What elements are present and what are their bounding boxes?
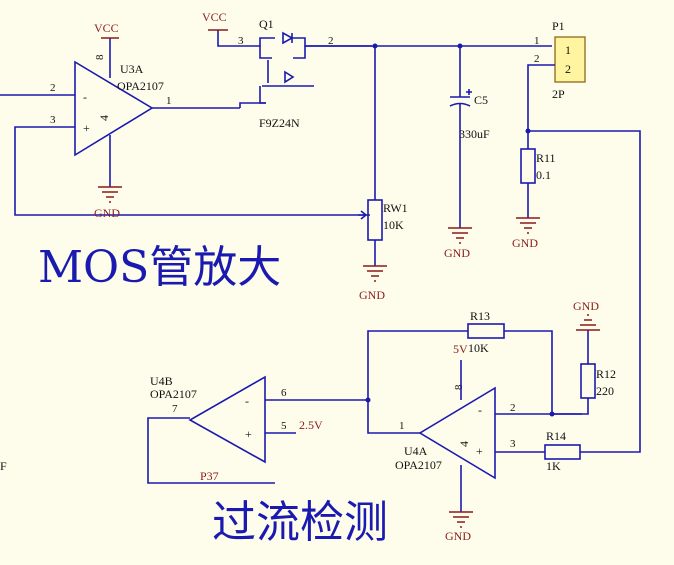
vcc-label-q1: VCC <box>202 10 227 24</box>
gnd-label-r11: GND <box>512 236 538 250</box>
u4b-pin7: 7 <box>172 403 178 415</box>
p1-part: 2P <box>552 87 565 101</box>
r13-value: 10K <box>468 341 489 355</box>
rw1-ref: RW1 <box>383 201 408 215</box>
rw1-body[interactable] <box>367 199 383 241</box>
u4a-pin1: 1 <box>399 420 405 432</box>
gnd-label-rw1: GND <box>359 288 385 302</box>
q1-pin2: 2 <box>328 35 334 47</box>
c5-ref: C5 <box>474 93 488 107</box>
u3a-plus: + <box>83 121 90 135</box>
u4b-minus: - <box>245 394 249 408</box>
gnd-symbol-u4a: GND <box>445 511 473 543</box>
gnd-symbol-u3a: GND <box>94 186 122 220</box>
net-p37: P37 <box>200 469 219 483</box>
r12-value: 220 <box>596 384 614 398</box>
gnd-symbol-c5: GND <box>444 227 472 260</box>
gnd-symbol-rw1: GND <box>359 265 387 302</box>
heading-mos-amp: MOS管放大 <box>38 242 281 293</box>
vcc-label-u3a: VCC <box>94 21 119 35</box>
gnd-label-u4a: GND <box>445 529 471 543</box>
r13-body[interactable] <box>467 323 505 339</box>
r14-ref: R14 <box>546 429 566 443</box>
wire-u4a-out-fb <box>367 330 468 434</box>
u3a-part: OPA2107 <box>117 79 164 93</box>
wire-q1-gate <box>239 102 266 108</box>
u4b-opamp[interactable]: - + <box>188 375 266 464</box>
u4a-opamp[interactable]: - + 4 <box>418 386 496 480</box>
r14-body[interactable] <box>544 444 581 460</box>
u4a-minus: - <box>478 403 482 417</box>
u3a-ref: U3A <box>120 62 144 76</box>
r11-ref: R11 <box>536 151 556 165</box>
u3a-pin8: 8 <box>94 54 106 60</box>
r11-body[interactable] <box>520 148 536 184</box>
edge-fragment: F <box>0 459 7 473</box>
u4a-ref: U4A <box>404 444 428 458</box>
u4b-pin6: 6 <box>281 387 287 399</box>
wire-sense-to-r14 <box>528 130 641 453</box>
heading-overcurrent: 过流检测 <box>212 497 388 548</box>
u4a-plus: + <box>476 444 483 458</box>
u4b-plus: + <box>245 427 252 441</box>
p1-pin2: 2 <box>534 53 540 65</box>
gnd-symbol-r12: GND <box>573 299 600 331</box>
u3a-pin2: 2 <box>50 82 56 94</box>
u4b-pin5: 5 <box>281 420 287 432</box>
vcc-symbol-u3a: VCC <box>94 21 119 39</box>
vcc-symbol-q1: VCC <box>202 10 228 31</box>
u4b-ref: U4B <box>150 374 173 388</box>
gnd-label-r12: GND <box>573 299 599 313</box>
u4a-pin3: 3 <box>510 438 516 450</box>
wire-p1-pin2 <box>527 64 555 131</box>
gnd-label-u3a: GND <box>94 206 120 220</box>
r14-value: 1K <box>546 459 561 473</box>
q1-ref: Q1 <box>259 17 274 31</box>
q1-source-lead <box>217 30 275 47</box>
v5-label: 5V <box>453 342 468 356</box>
c5-plus-mark <box>466 89 472 95</box>
u4a-pin8: 8 <box>453 384 465 390</box>
u3a-pin1: 1 <box>166 95 172 107</box>
p1-label1: 1 <box>565 43 571 57</box>
gnd-symbol-r11: GND <box>512 217 540 250</box>
c5-plate-bottom <box>449 102 471 107</box>
rw1-wiper-arrow <box>358 210 368 220</box>
u4b-triangle <box>188 375 266 464</box>
wire-r13-right <box>504 330 553 414</box>
u4a-part: OPA2107 <box>395 458 442 472</box>
p1-label2: 2 <box>565 62 571 76</box>
u3a-triangle <box>74 60 154 157</box>
q1-pin3: 3 <box>238 35 244 47</box>
u4a-triangle <box>418 386 496 480</box>
u3a-pin4-inner: 4 <box>97 115 111 121</box>
gnd-label-c5: GND <box>444 246 470 260</box>
q1-diode <box>282 31 294 45</box>
p1-pin1: 1 <box>534 35 540 47</box>
v25-label: 2.5V <box>299 418 323 432</box>
r12-body[interactable] <box>580 363 596 399</box>
u4a-pin2: 2 <box>510 402 516 414</box>
r11-value: 0.1 <box>536 168 551 182</box>
wire-u3a-feedback <box>14 126 370 216</box>
r13-ref: R13 <box>470 309 490 323</box>
u3a-minus: - <box>83 90 87 104</box>
p1-ref: P1 <box>552 19 565 33</box>
r12-ref: R12 <box>596 367 616 381</box>
c5-value: 330uF <box>459 127 490 141</box>
q1-gate-lead <box>259 86 266 104</box>
u3a-pin3: 3 <box>50 114 56 126</box>
u3a-opamp[interactable]: - + 4 <box>74 60 154 157</box>
u4a-pin4-inner: 4 <box>457 441 471 447</box>
wire-u4b-out <box>147 417 275 484</box>
p1-connector[interactable] <box>554 36 586 83</box>
rw1-value: 10K <box>383 218 404 232</box>
q1-part: F9Z24N <box>259 116 300 130</box>
u4b-part: OPA2107 <box>150 387 197 401</box>
